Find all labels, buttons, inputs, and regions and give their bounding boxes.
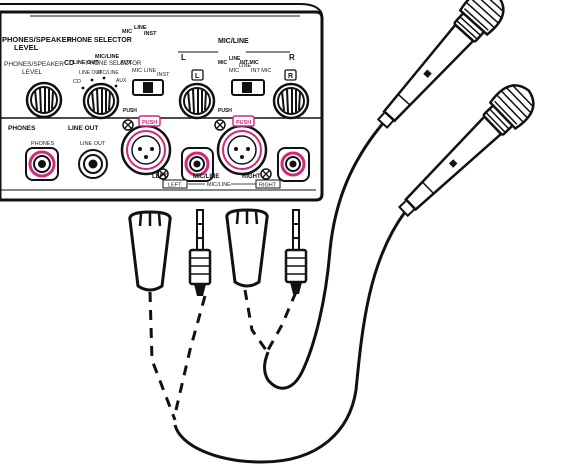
right-xlr-plug — [225, 208, 269, 288]
left-badge: LEFT — [162, 179, 188, 189]
left-xlr-combo-jack[interactable] — [120, 124, 172, 176]
phones-jack[interactable] — [25, 147, 59, 181]
l-gain-knob[interactable] — [178, 82, 216, 120]
phone-selector-aux-bold: AUX — [120, 60, 132, 66]
svg-text:LEFT: LEFT — [168, 183, 182, 189]
channel-r-label: R — [289, 53, 295, 62]
dashed-right-xlr — [243, 289, 268, 351]
left-jack-label: LEFT — [152, 174, 167, 180]
phones-speaker-level-title: PHONES/SPEAKER — [2, 35, 73, 44]
left-xlr-screw-top — [122, 119, 134, 131]
svg-text:RIGHT: RIGHT — [259, 183, 277, 189]
phones-speaker-level-knob[interactable] — [25, 81, 63, 119]
r-input-type-switch[interactable] — [231, 79, 265, 96]
upper-mic-cable — [263, 121, 386, 390]
phone-selector-aux: AUX — [116, 78, 127, 84]
l-type-line-top: LINE — [134, 25, 147, 31]
line-out-jack-title: LINE OUT — [68, 125, 98, 132]
dashed-left-xlr — [148, 291, 177, 421]
l-channel-badge: L — [191, 69, 204, 81]
l-switch-mic: MIC — [132, 68, 142, 74]
line-out-jack[interactable] — [78, 149, 108, 179]
r-channel-badge: R — [284, 69, 297, 81]
l-switch-line: LINE — [144, 68, 157, 74]
dashed-left-jack — [174, 295, 207, 411]
right-push-button[interactable]: PUSH — [232, 115, 255, 127]
phones-jack-title: PHONES — [8, 125, 36, 132]
left-jack-plug — [188, 209, 212, 296]
phones-jack-label: PHONES — [31, 141, 55, 147]
mic-line-bottom-label: MIC/LINE — [207, 182, 231, 188]
phone-selector-lineout-bold: LINE OUT — [73, 60, 99, 66]
r-gain-knob[interactable] — [272, 82, 310, 120]
left-push-button[interactable]: PUSH — [138, 115, 161, 127]
left-line-jack[interactable] — [181, 147, 214, 182]
mic-line-section-title: MIC/LINE — [218, 38, 249, 45]
left-xlr-push-outer: PUSH — [123, 108, 137, 114]
cables — [148, 121, 407, 464]
right-xlr-screw-top — [214, 119, 226, 131]
l-switch-inst: INST — [157, 72, 170, 78]
phones-speaker-level-ghost-title: PHONES/SPEAKER — [4, 61, 64, 68]
phone-selector-cd: CD — [73, 79, 81, 85]
right-badge: RIGHT — [255, 179, 281, 189]
svg-text:R: R — [288, 73, 293, 80]
lower-microphone — [397, 84, 535, 218]
l-type-mic-top: MIC — [122, 29, 132, 35]
channel-l-label: L — [181, 53, 186, 62]
phone-selector-micline-bold: MIC/LINE — [95, 54, 119, 60]
r-switch-line: LINE — [239, 63, 252, 69]
upper-microphone — [376, 0, 505, 129]
svg-text:PUSH: PUSH — [142, 120, 157, 126]
phones-speaker-level-ghost-subtitle: LEVEL — [22, 69, 43, 76]
phone-selector-knob[interactable] — [81, 76, 120, 120]
phone-selector-title: PHONE SELECTOR — [67, 37, 132, 44]
right-xlr-push-outer: PUSH — [218, 108, 232, 114]
l-input-type-switch[interactable] — [132, 79, 164, 96]
svg-text:PUSH: PUSH — [236, 120, 251, 126]
r-switch-intmic: INT MIC — [251, 68, 271, 74]
r-switch-intmic-bold: INT MIC — [240, 60, 259, 66]
phone-selector-ghost-title: PHONE SELECTOR — [86, 61, 142, 67]
r-switch-line-bold: LINE — [229, 56, 241, 62]
jack-mic-line-label: MIC/LINE — [193, 174, 219, 180]
lower-mic-cable — [173, 211, 407, 464]
panel-top-edge — [0, 3, 323, 15]
right-xlr-combo-jack[interactable] — [216, 124, 268, 176]
dashed-right-jack — [266, 291, 298, 351]
right-xlr-screw-bottom — [260, 168, 272, 180]
r-switch-mic-bold: MIC — [218, 60, 228, 66]
phone-selector-cd-bold: CD — [64, 60, 74, 67]
device-panel: PHONES/SPEAKER LEVEL PHONES/SPEAKER LEVE… — [0, 3, 324, 202]
phones-speaker-level-subtitle: LEVEL — [14, 43, 39, 52]
right-jack-plug — [284, 209, 308, 294]
l-type-inst-top: INST — [144, 31, 157, 37]
phone-selector-lineout: LINE OUT — [79, 70, 102, 76]
left-xlr-plug — [128, 210, 172, 292]
line-out-jack-label: LINE OUT — [80, 141, 106, 147]
phone-selector-micline: MIC/LINE — [97, 70, 119, 76]
left-xlr-screw-bottom — [157, 168, 169, 180]
right-jack-label: RIGHT — [242, 174, 261, 180]
r-switch-mic: MIC — [229, 68, 239, 74]
right-line-jack[interactable] — [277, 147, 310, 182]
svg-text:L: L — [195, 73, 200, 80]
